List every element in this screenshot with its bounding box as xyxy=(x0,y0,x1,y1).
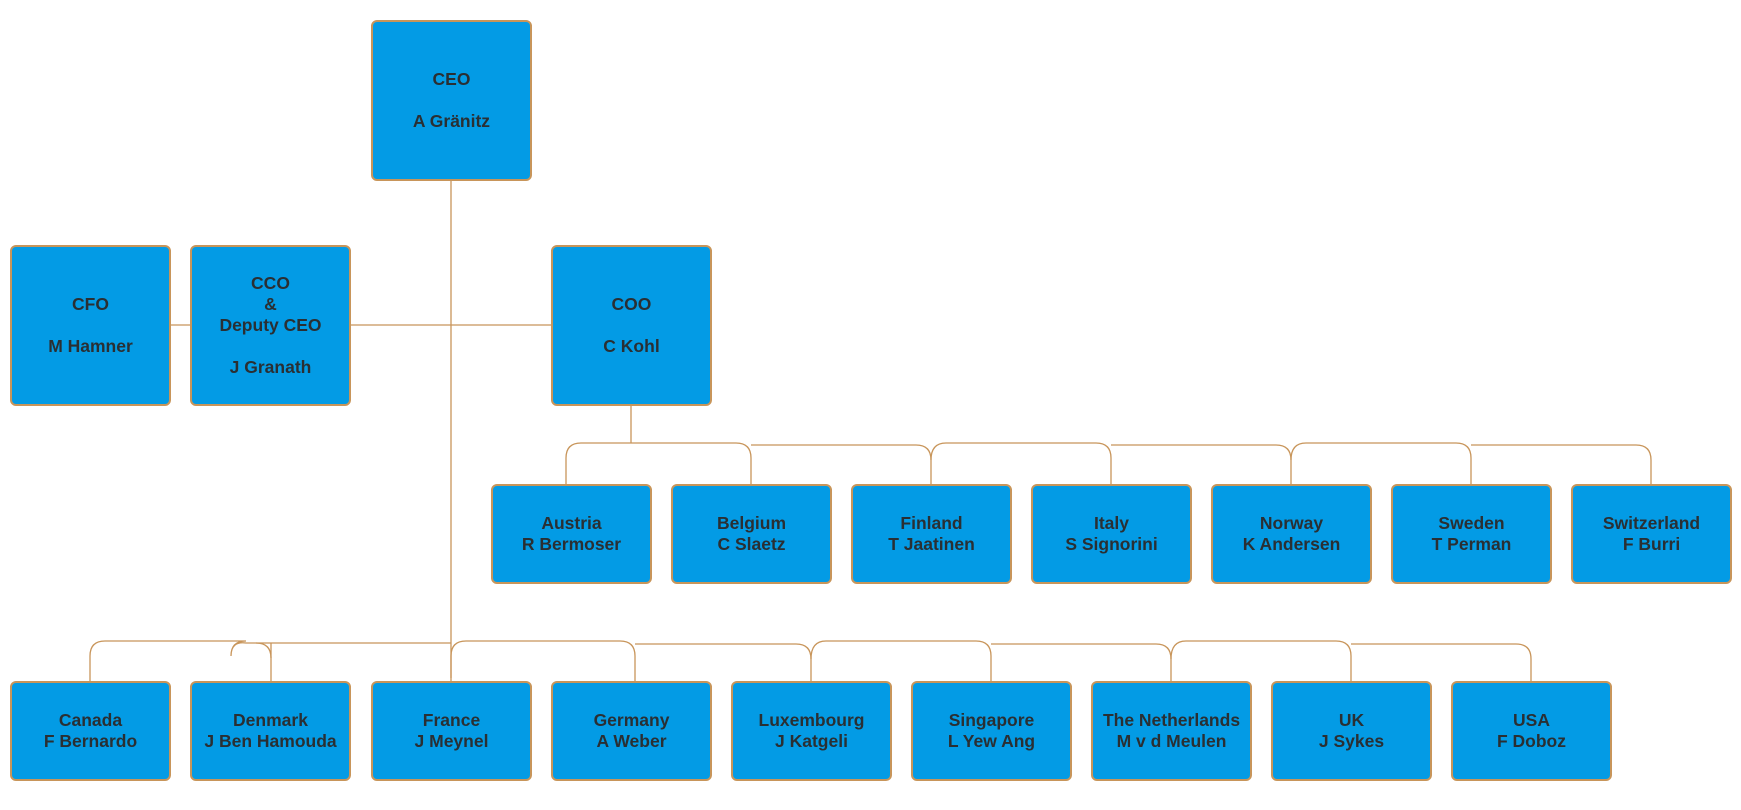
ceo-branch-singapore xyxy=(991,643,1172,681)
country-label: Luxembourg xyxy=(758,710,865,730)
country-label: Germany xyxy=(593,710,670,730)
country-box-switzerland: Switzerland F Burri xyxy=(1571,484,1732,584)
country-label: Denmark xyxy=(233,710,308,730)
country-label: France xyxy=(422,710,481,730)
manager-name: J Katgeli xyxy=(775,731,848,751)
manager-name: M v d Meulen xyxy=(1116,731,1227,751)
manager-name: L Yew Ang xyxy=(947,731,1036,751)
ceo-title: CEO xyxy=(432,69,471,89)
manager-name: J Ben Hamouda xyxy=(204,731,337,751)
country-label: The Netherlands xyxy=(1102,710,1241,730)
country-box-singapore: Singapore L Yew Ang xyxy=(911,681,1072,781)
country-label: Norway xyxy=(1259,513,1324,533)
coo-branch-norway-b xyxy=(1290,442,1472,484)
manager-name: A Weber xyxy=(596,731,667,751)
coo-box: COO C Kohl xyxy=(551,245,712,406)
country-box-austria: Austria R Bermoser xyxy=(491,484,652,584)
ceo-branch-germany-b xyxy=(635,643,812,681)
cfo-box: CFO M Hamner xyxy=(10,245,171,406)
manager-name: T Perman xyxy=(1431,534,1512,554)
country-label: Switzerland xyxy=(1602,513,1701,533)
manager-name: T Jaatinen xyxy=(888,534,975,554)
country-box-belgium: Belgium C Slaetz xyxy=(671,484,832,584)
country-box-norway: Norway K Andersen xyxy=(1211,484,1372,584)
ceo-branch-luxembourg xyxy=(810,640,992,681)
manager-name: R Bermoser xyxy=(521,534,622,554)
country-box-france: France J Meynel xyxy=(371,681,532,781)
coo-branch-norway xyxy=(1111,444,1292,484)
country-box-the-netherlands: The Netherlands M v d Meulen xyxy=(1091,681,1252,781)
country-label: USA xyxy=(1513,710,1550,730)
coo-branch-austria xyxy=(565,442,631,484)
coo-branch-finland xyxy=(751,444,932,484)
manager-name: C Slaetz xyxy=(717,534,786,554)
cfo-name: M Hamner xyxy=(48,336,133,356)
country-box-germany: Germany A Weber xyxy=(551,681,712,781)
country-label: UK xyxy=(1338,710,1365,730)
country-box-italy: Italy S Signorini xyxy=(1031,484,1192,584)
manager-name: F Bernardo xyxy=(43,731,138,751)
ceo-branch-netherlands xyxy=(1170,640,1352,681)
country-box-luxembourg: Luxembourg J Katgeli xyxy=(731,681,892,781)
country-box-sweden: Sweden T Perman xyxy=(1391,484,1552,584)
ceo-branch-uk xyxy=(1351,643,1532,681)
ceo-box: CEO A Gränitz xyxy=(371,20,532,181)
country-label: Italy xyxy=(1093,513,1130,533)
country-box-uk: UK J Sykes xyxy=(1271,681,1432,781)
country-box-finland: Finland T Jaatinen xyxy=(851,484,1012,584)
country-label: Belgium xyxy=(716,513,787,533)
coo-branch-switzerland xyxy=(1471,444,1652,484)
cco-title-line2: & xyxy=(264,294,277,314)
country-box-canada: Canada F Bernardo xyxy=(10,681,171,781)
cco-title-line1: CCO xyxy=(251,273,290,293)
cfo-title: CFO xyxy=(72,294,109,314)
manager-name: K Andersen xyxy=(1242,534,1341,554)
ceo-branch-canada xyxy=(89,640,451,681)
manager-name: J Meynel xyxy=(414,731,489,751)
country-label: Sweden xyxy=(1438,513,1505,533)
manager-name: J Sykes xyxy=(1318,731,1385,751)
coo-branch-belgium xyxy=(631,442,752,484)
country-label: Singapore xyxy=(948,710,1035,730)
country-box-denmark: Denmark J Ben Hamouda xyxy=(190,681,351,781)
cco-box: CCO & Deputy CEO J Granath xyxy=(190,245,351,406)
manager-name: F Doboz xyxy=(1496,731,1566,751)
coo-title: COO xyxy=(611,294,652,314)
ceo-name: A Gränitz xyxy=(412,111,491,131)
ceo-branch-denmark xyxy=(255,642,272,659)
coo-branch-finland-b xyxy=(930,442,1112,484)
country-label: Finland xyxy=(900,513,963,533)
cco-name: J Granath xyxy=(229,357,312,377)
coo-name: C Kohl xyxy=(603,336,660,356)
ceo-branch-germany xyxy=(450,640,636,681)
country-label: Canada xyxy=(58,710,123,730)
manager-name: F Burri xyxy=(1622,534,1681,554)
country-label: Austria xyxy=(541,513,602,533)
manager-name: S Signorini xyxy=(1065,534,1158,554)
cco-title-line3: Deputy CEO xyxy=(219,315,322,335)
country-box-usa: USA F Doboz xyxy=(1451,681,1612,781)
